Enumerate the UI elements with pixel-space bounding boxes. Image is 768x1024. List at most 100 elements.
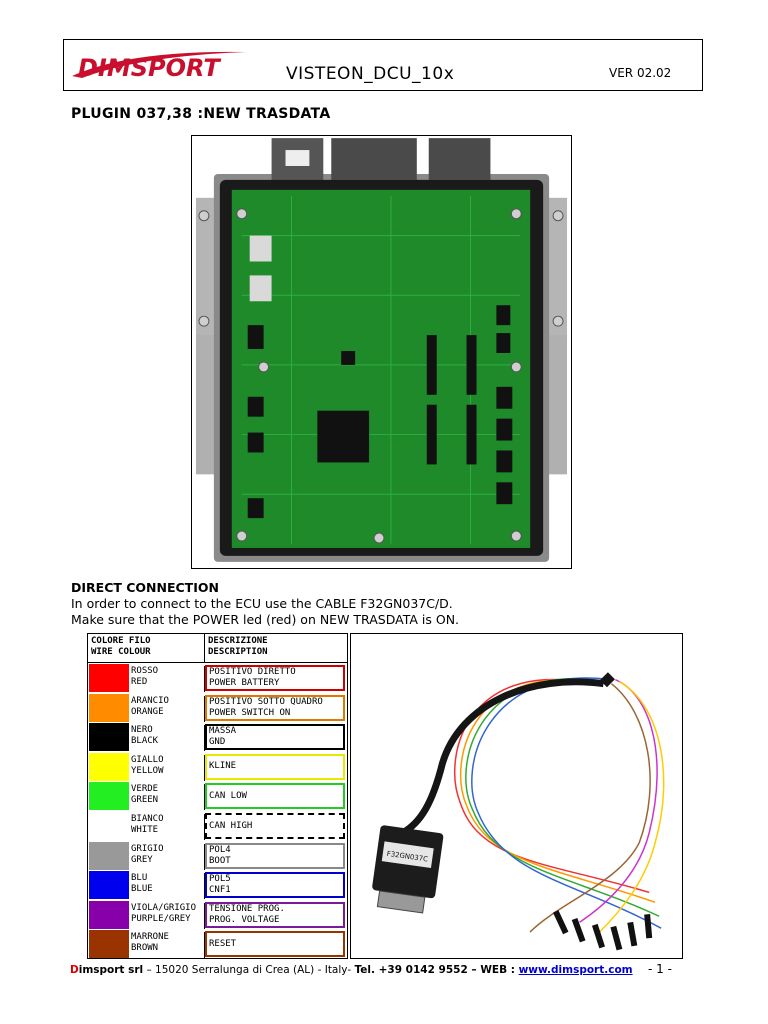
wire-color-swatch [89,723,129,752]
wire-color-swatch [89,782,129,811]
wire-color-swatch [89,900,129,929]
ecu-board-photo [191,135,572,569]
desc-en: GND [209,737,226,748]
desc-en: POWER SWITCH ON [209,707,291,718]
wire-color-swatch [89,752,129,781]
wire-name-it: MARRONE [131,932,169,943]
desc-en: PROG. VOLTAGE [209,914,280,925]
wire-description: TENSIONE PROG.PROG. VOLTAGE [205,901,345,928]
wire-description: KLINE [205,753,345,780]
header-description: DESCRIPTION [208,647,268,657]
plugin-title: PLUGIN 037,38 :NEW TRASDATA [71,106,331,122]
instruction-cable: In order to connect to the ECU use the C… [71,596,453,611]
wire-name-it: ROSSO [131,666,159,676]
footer-address: – 15020 Serralunga di Crea (AL) - Italy- [143,964,355,976]
document-footer: Dimsport srl – 15020 Serralunga di Crea … [70,964,633,976]
document-title: VISTEON_DCU_10x [286,64,455,84]
wire-name-it: BIANCO [131,814,164,824]
wire-name-en: GREEN [131,795,159,806]
wire-description: CAN HIGH [205,813,345,839]
wire-name-it: VIOLA/GRIGIO [131,902,197,913]
desc-it: POL5 [209,874,231,885]
desc-it: MASSA [209,726,237,737]
wire-table-header: COLORE FILO WIRE COLOUR DESCRIZIONE DESC… [88,634,347,663]
desc-it: RESET [209,938,237,949]
wire-color-swatch [89,930,129,959]
footer-web-link[interactable]: www.dimsport.com [518,964,633,976]
desc-it: POL4 [209,844,231,855]
wire-name-en: WHITE [131,825,159,835]
wire-name-en: YELLOW [131,765,164,776]
document-header: DIMSPORT VISTEON_DCU_10x VER 02.02 [63,39,703,91]
wire-color-swatch [89,841,129,870]
wire-name-it: VERDE [131,784,159,795]
wire-name-en: PURPLE/GREY [131,913,191,924]
header-colore-filo: COLORE FILO [91,636,151,646]
wire-name-en: ORANGE [131,706,164,717]
wire-color-swatch [89,664,129,692]
svg-text:DIMSPORT: DIMSPORT [78,54,221,82]
wire-name-it: GRIGIO [131,843,164,854]
desc-en: CNF1 [209,885,231,896]
direct-connection-title: DIRECT CONNECTION [71,580,219,595]
wire-color-swatch [89,871,129,900]
wire-name-en: BLUE [131,884,153,895]
instruction-power-led: Make sure that the POWER led (red) on NE… [71,612,460,627]
wire-name-en: RED [131,677,148,687]
wire-colour-table: COLORE FILO WIRE COLOUR DESCRIZIONE DESC… [87,633,348,959]
desc-it: KLINE [209,761,237,772]
desc-it: TENSIONE PROG. [209,903,285,914]
wire-name-en: GREY [131,854,153,865]
cable-photo: F32GN037C [350,633,683,959]
wire-name-it: ARANCIO [131,695,169,706]
desc-en: POWER BATTERY [209,678,280,688]
dimsport-logo: DIMSPORT [72,51,246,82]
header-wire-colour: WIRE COLOUR [91,647,151,657]
wire-name-en: BROWN [131,943,159,954]
wire-name-it: GIALLO [131,754,164,765]
wire-description: CAN LOW [205,783,345,810]
version-label: VER 02.02 [609,66,672,80]
header-descrizione: DESCRIZIONE [208,636,268,646]
footer-brand-initial: D [70,964,79,976]
wire-color-swatch [89,812,129,840]
wire-color-swatch [89,693,129,722]
wire-name-it: NERO [131,725,153,736]
wire-name-en: BLACK [131,736,159,747]
page-number: - 1 - [648,962,672,976]
desc-it: POSITIVO SOTTO QUADRO [209,696,323,707]
wire-description: RESET [205,931,345,958]
desc-it: POSITIVO DIRETTO [209,667,296,677]
desc-en: BOOT [209,855,231,866]
desc-it: CAN HIGH [209,820,253,831]
wire-name-it: BLU [131,873,148,884]
footer-tel: Tel. +39 0142 9552 – WEB : [354,964,519,976]
desc-it: CAN LOW [209,790,247,801]
footer-brand-rest: imsport srl [78,964,144,976]
